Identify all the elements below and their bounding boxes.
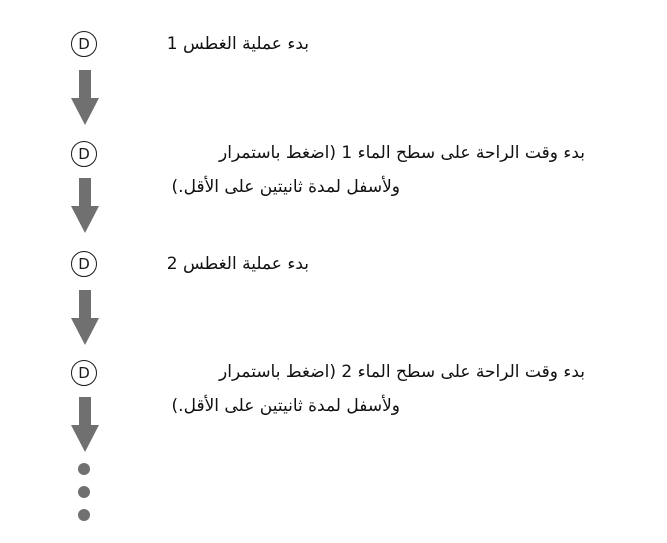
step-3-label: بدء عملية الغطس 2 xyxy=(166,254,309,274)
step-2-label-line-2: ولأسفل لمدة ثانيتين على الأقل.) xyxy=(171,177,400,197)
down-arrow-icon xyxy=(71,70,99,125)
button-d-icon: D xyxy=(71,31,97,57)
down-arrow-icon xyxy=(71,290,99,345)
step-4-label-line-2: ولأسفل لمدة ثانيتين على الأقل.) xyxy=(171,396,400,416)
down-arrow-icon xyxy=(71,397,99,452)
down-arrow-icon xyxy=(71,178,99,233)
button-d-icon: D xyxy=(71,141,97,167)
continuation-dot xyxy=(78,509,90,521)
continuation-dot xyxy=(78,463,90,475)
button-d-icon: D xyxy=(71,360,97,386)
continuation-dot xyxy=(78,486,90,498)
step-4-label-line-1: بدء وقت الراحة على سطح الماء 2 (اضغط باس… xyxy=(219,362,585,382)
step-1-label: بدء عملية الغطس 1 xyxy=(166,34,309,54)
button-d-icon: D xyxy=(71,251,97,277)
step-2-label-line-1: بدء وقت الراحة على سطح الماء 1 (اضغط باس… xyxy=(219,143,585,163)
